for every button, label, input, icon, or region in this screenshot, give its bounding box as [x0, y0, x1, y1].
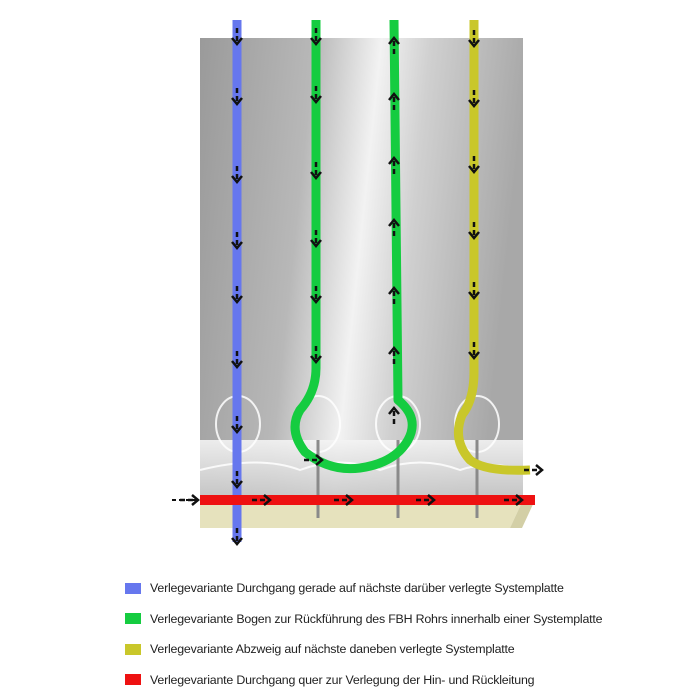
legend-label: Verlegevariante Durchgang gerade auf näc…	[150, 581, 564, 596]
flow-arrow-up	[388, 406, 400, 424]
flow-arrow-down	[231, 351, 243, 369]
flow-arrow-up	[388, 156, 400, 174]
legend-item: Verlegevariante Durchgang gerade auf näc…	[125, 573, 685, 604]
system-plate	[200, 38, 523, 500]
flow-arrow-up	[388, 346, 400, 364]
flow-arrow-down	[231, 232, 243, 250]
legend-swatch-green	[125, 613, 141, 625]
flow-arrow-up	[388, 218, 400, 236]
flow-arrow-down	[231, 416, 243, 434]
flow-arrow-down	[310, 162, 322, 180]
flow-arrow-down	[310, 28, 322, 46]
floor-heating-system-plate-diagram	[172, 19, 544, 546]
legend-swatch-blue	[125, 582, 141, 594]
legend: Verlegevariante Durchgang gerade auf näc…	[125, 573, 685, 695]
flow-arrow-down	[468, 282, 480, 300]
flow-arrow-right	[524, 464, 544, 476]
flow-arrow-down	[231, 286, 243, 304]
flow-arrow-right	[180, 494, 200, 506]
insulation-shadow	[510, 500, 535, 528]
flow-arrow-right	[416, 494, 436, 506]
flow-arrow-down	[468, 222, 480, 240]
flow-arrow-down	[468, 342, 480, 360]
flow-arrow-down	[468, 90, 480, 108]
legend-swatch-red	[125, 674, 141, 686]
insulation-layer	[200, 500, 523, 528]
flow-arrow-right	[334, 494, 354, 506]
flow-arrow-right	[252, 494, 272, 506]
flow-arrow-down	[310, 230, 322, 248]
flow-arrow-up	[388, 36, 400, 54]
pipe-yellow	[453, 20, 531, 475]
legend-label: Verlegevariante Abzweig auf nächste dane…	[150, 642, 515, 657]
flow-arrow-down	[231, 528, 243, 546]
flow-arrow-down	[468, 156, 480, 174]
flow-arrow-down	[310, 346, 322, 364]
legend-item: Verlegevariante Bogen zur Rückführung de…	[125, 604, 685, 635]
flow-arrow-down	[231, 88, 243, 106]
legend-item: Verlegevariante Abzweig auf nächste dane…	[125, 634, 685, 665]
legend-item: Verlegevariante Durchgang quer zur Verle…	[125, 665, 685, 696]
pipe-green	[290, 19, 417, 474]
flow-arrow-down	[310, 86, 322, 104]
flow-arrows	[180, 28, 544, 546]
flow-arrow-up	[388, 286, 400, 304]
flow-arrow-down	[468, 30, 480, 48]
flow-arrow-down	[231, 166, 243, 184]
flow-arrow-down	[231, 28, 243, 46]
legend-swatch-yellow	[125, 643, 141, 655]
flow-arrow-down	[231, 471, 243, 489]
legend-label: Verlegevariante Bogen zur Rückführung de…	[150, 611, 603, 626]
flow-arrow-right	[304, 454, 324, 466]
legend-label: Verlegevariante Durchgang quer zur Verle…	[150, 672, 535, 687]
flow-arrow-down	[310, 286, 322, 304]
flow-arrow-up	[388, 92, 400, 110]
flow-arrow-right	[504, 494, 524, 506]
